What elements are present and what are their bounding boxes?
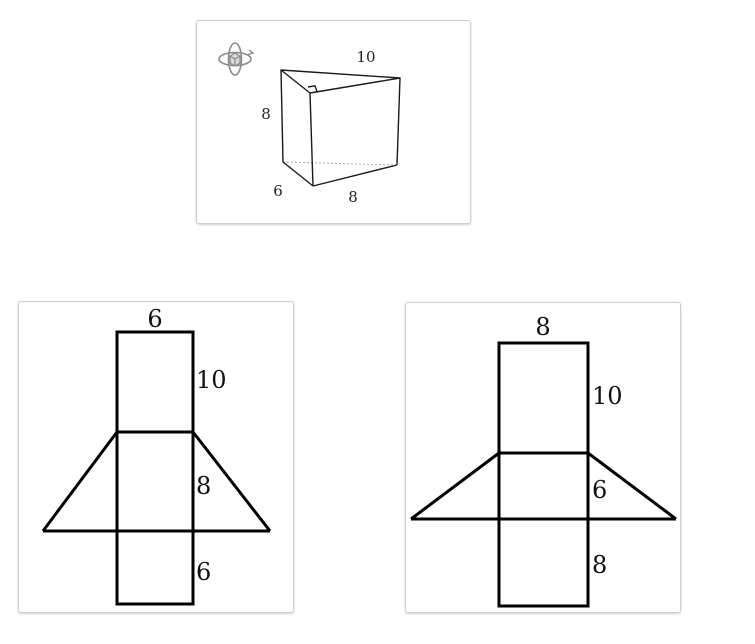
net-b-label-top: 8 xyxy=(535,313,550,341)
net-b-label-middle-right: 6 xyxy=(592,476,607,504)
net-a-label-middle-right: 8 xyxy=(196,472,211,500)
net-b-shape xyxy=(410,341,677,608)
net-a-card[interactable]: 6 10 8 6 xyxy=(18,301,294,613)
net-a-figure: 6 10 8 6 xyxy=(41,305,272,606)
prism-label-top: 10 xyxy=(356,48,375,66)
net-b-card[interactable]: 8 10 6 8 xyxy=(405,302,681,613)
net-a-shape xyxy=(41,330,272,606)
prism-card[interactable]: 10 8 6 8 xyxy=(196,20,471,224)
prism-hidden-edge xyxy=(282,161,398,166)
prism-label-bottom-left: 6 xyxy=(273,182,283,200)
net-a-label-top: 6 xyxy=(147,305,162,333)
net-a-label-bottom-right: 6 xyxy=(196,558,211,586)
net-b-label-upper-right: 10 xyxy=(592,382,623,410)
prism-label-bottom-right: 8 xyxy=(348,188,358,206)
net-b-label-bottom-right: 8 xyxy=(592,551,607,579)
net-b-figure: 8 10 6 8 xyxy=(410,313,677,608)
net-a-label-upper-right: 10 xyxy=(196,366,227,394)
prism-solid xyxy=(280,69,401,187)
rotate-3d-icon[interactable] xyxy=(218,42,255,76)
prism-figure: 10 8 6 8 xyxy=(218,42,401,206)
prism-label-left-height: 8 xyxy=(261,105,271,123)
